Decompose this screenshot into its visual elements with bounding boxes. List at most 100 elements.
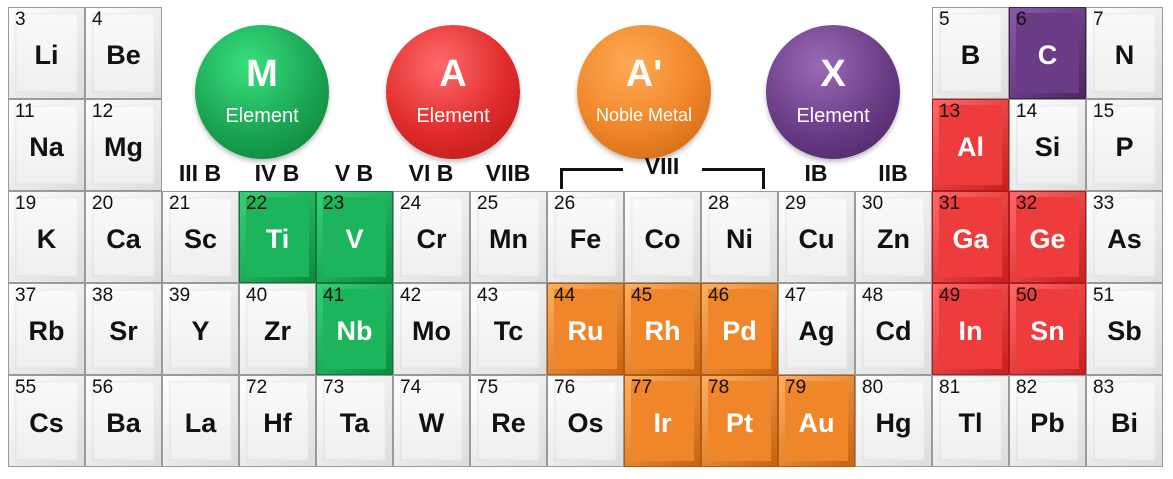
- atomic-number: 7: [1093, 9, 1104, 30]
- element-symbol: La: [184, 408, 217, 438]
- element-symbol: Zr: [264, 316, 291, 346]
- atomic-number: 44: [554, 285, 576, 306]
- atomic-number: 12: [92, 101, 114, 122]
- element-symbol: Ge: [1029, 224, 1066, 254]
- element-symbol: Nb: [336, 316, 373, 346]
- atomic-number: 79: [785, 377, 807, 398]
- cell-bevel: [169, 381, 232, 461]
- element-symbol: Ga: [952, 224, 989, 254]
- atomic-number: 4: [92, 9, 103, 30]
- atomic-number: 6: [1016, 9, 1027, 30]
- cell-bevel: [554, 381, 617, 461]
- element-symbol: Ti: [265, 224, 290, 254]
- atomic-number: 25: [477, 193, 499, 214]
- element-symbol: Cd: [875, 316, 912, 346]
- atomic-number: 42: [400, 285, 422, 306]
- element-symbol: Na: [29, 132, 64, 162]
- cell-bevel: [939, 13, 1002, 93]
- cell-bevel: [1016, 105, 1079, 185]
- element-symbol: Al: [957, 132, 984, 162]
- cell-bevel: [15, 13, 78, 93]
- atomic-number: 5: [939, 9, 950, 30]
- group-header-vb: V B: [334, 160, 374, 186]
- cell-bevel: [400, 289, 463, 369]
- legend-ap-label: Noble Metal: [595, 105, 693, 125]
- cell-bevel: [1016, 13, 1079, 93]
- cell-bevel: [323, 197, 386, 277]
- element-symbol: Sn: [1030, 316, 1065, 346]
- atomic-number: 51: [1093, 285, 1115, 306]
- cell-bevel: [554, 197, 617, 277]
- element-symbol: Si: [1034, 132, 1061, 162]
- cell-bevel: [939, 105, 1002, 185]
- element-symbol: W: [418, 408, 445, 438]
- element-symbol: Li: [34, 40, 59, 70]
- atomic-number: 55: [15, 377, 37, 398]
- cell-bevel: [246, 289, 309, 369]
- cell-bevel: [862, 197, 925, 277]
- atomic-number: 37: [15, 285, 37, 306]
- element-symbol: Tl: [958, 408, 983, 438]
- cell-bevel: [1093, 197, 1156, 277]
- atomic-number: 3: [15, 9, 26, 30]
- cell-bevel: [400, 197, 463, 277]
- element-symbol: Co: [644, 224, 681, 254]
- cell-bevel: [862, 381, 925, 461]
- viii-bracket-left: [560, 168, 623, 189]
- element-symbol: V: [345, 224, 364, 254]
- element-symbol: Ru: [567, 316, 604, 346]
- group-header-viii: VIII: [644, 153, 680, 179]
- atomic-number: 76: [554, 377, 576, 398]
- legend-m-element: M Element: [195, 25, 329, 159]
- cell-bevel: [631, 197, 694, 277]
- element-symbol: Au: [798, 408, 835, 438]
- atomic-number: 32: [1016, 193, 1038, 214]
- legend-m-letter: M: [246, 53, 278, 95]
- cell-bevel: [92, 105, 155, 185]
- cell-bevel: [1016, 289, 1079, 369]
- element-symbol: K: [36, 224, 57, 254]
- element-symbol: Pd: [722, 316, 757, 346]
- cell-bevel: [477, 197, 540, 277]
- atomic-number: 15: [1093, 101, 1115, 122]
- cell-bevel: [323, 289, 386, 369]
- legend-m-label: Element: [225, 105, 299, 127]
- element-symbol: Rh: [644, 316, 681, 346]
- element-symbol: Sb: [1107, 316, 1142, 346]
- element-symbol: Y: [191, 316, 210, 346]
- atomic-number: 56: [92, 377, 114, 398]
- atomic-number: 40: [246, 285, 268, 306]
- element-symbol: P: [1115, 132, 1134, 162]
- cell-bevel: [939, 197, 1002, 277]
- atomic-number: 33: [1093, 193, 1115, 214]
- cell-bevel: [939, 381, 1002, 461]
- atomic-number: 43: [477, 285, 499, 306]
- element-symbol: In: [958, 316, 983, 346]
- atomic-number: 14: [1016, 101, 1038, 122]
- atomic-number: 78: [708, 377, 730, 398]
- cell-bevel: [15, 381, 78, 461]
- legend-a-element: A Element: [386, 25, 520, 159]
- atomic-number: 50: [1016, 285, 1038, 306]
